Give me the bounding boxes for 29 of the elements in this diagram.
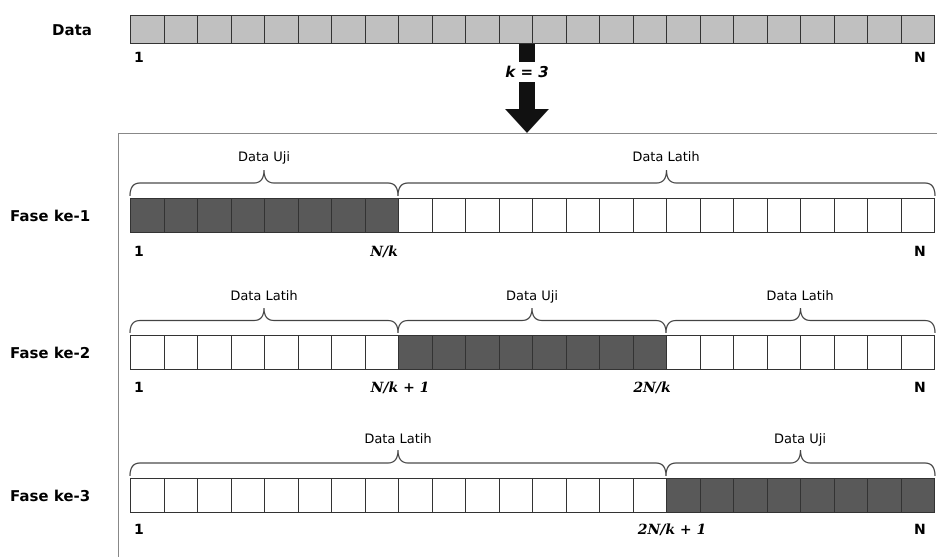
segment-label: Data Latih (766, 289, 834, 305)
down-arrow (505, 44, 549, 133)
segment-label: Data Uji (238, 150, 290, 166)
row-label: Fase ke-2 (10, 345, 90, 361)
segment-label: Data Latih (230, 289, 298, 305)
formula-label: N/k (370, 244, 398, 260)
formula-label: N/k + 1 (370, 380, 430, 396)
formula-label: 2N/k (633, 380, 671, 396)
segment-label: Data Latih (364, 432, 432, 448)
segment-label: Data Uji (506, 289, 558, 305)
index-label: 1 (134, 522, 144, 538)
index-label: N (914, 380, 926, 396)
phase-panel (118, 133, 937, 557)
index-label: N (914, 50, 926, 66)
index-label: 1 (134, 244, 144, 260)
data-bar (130, 335, 935, 370)
index-label: N (914, 522, 926, 538)
segment-label: Data Latih (632, 150, 700, 166)
formula-label: 2N/k + 1 (638, 522, 706, 538)
row-label: Fase ke-1 (10, 208, 90, 224)
segment-label: Data Uji (774, 432, 826, 448)
index-label: 1 (134, 380, 144, 396)
data-bar (130, 15, 935, 44)
index-label: 1 (134, 50, 144, 66)
data-bar (130, 198, 935, 233)
data-bar (130, 478, 935, 513)
row-label: Fase ke-3 (10, 488, 90, 504)
row-label: Data (52, 22, 92, 38)
index-label: N (914, 244, 926, 260)
